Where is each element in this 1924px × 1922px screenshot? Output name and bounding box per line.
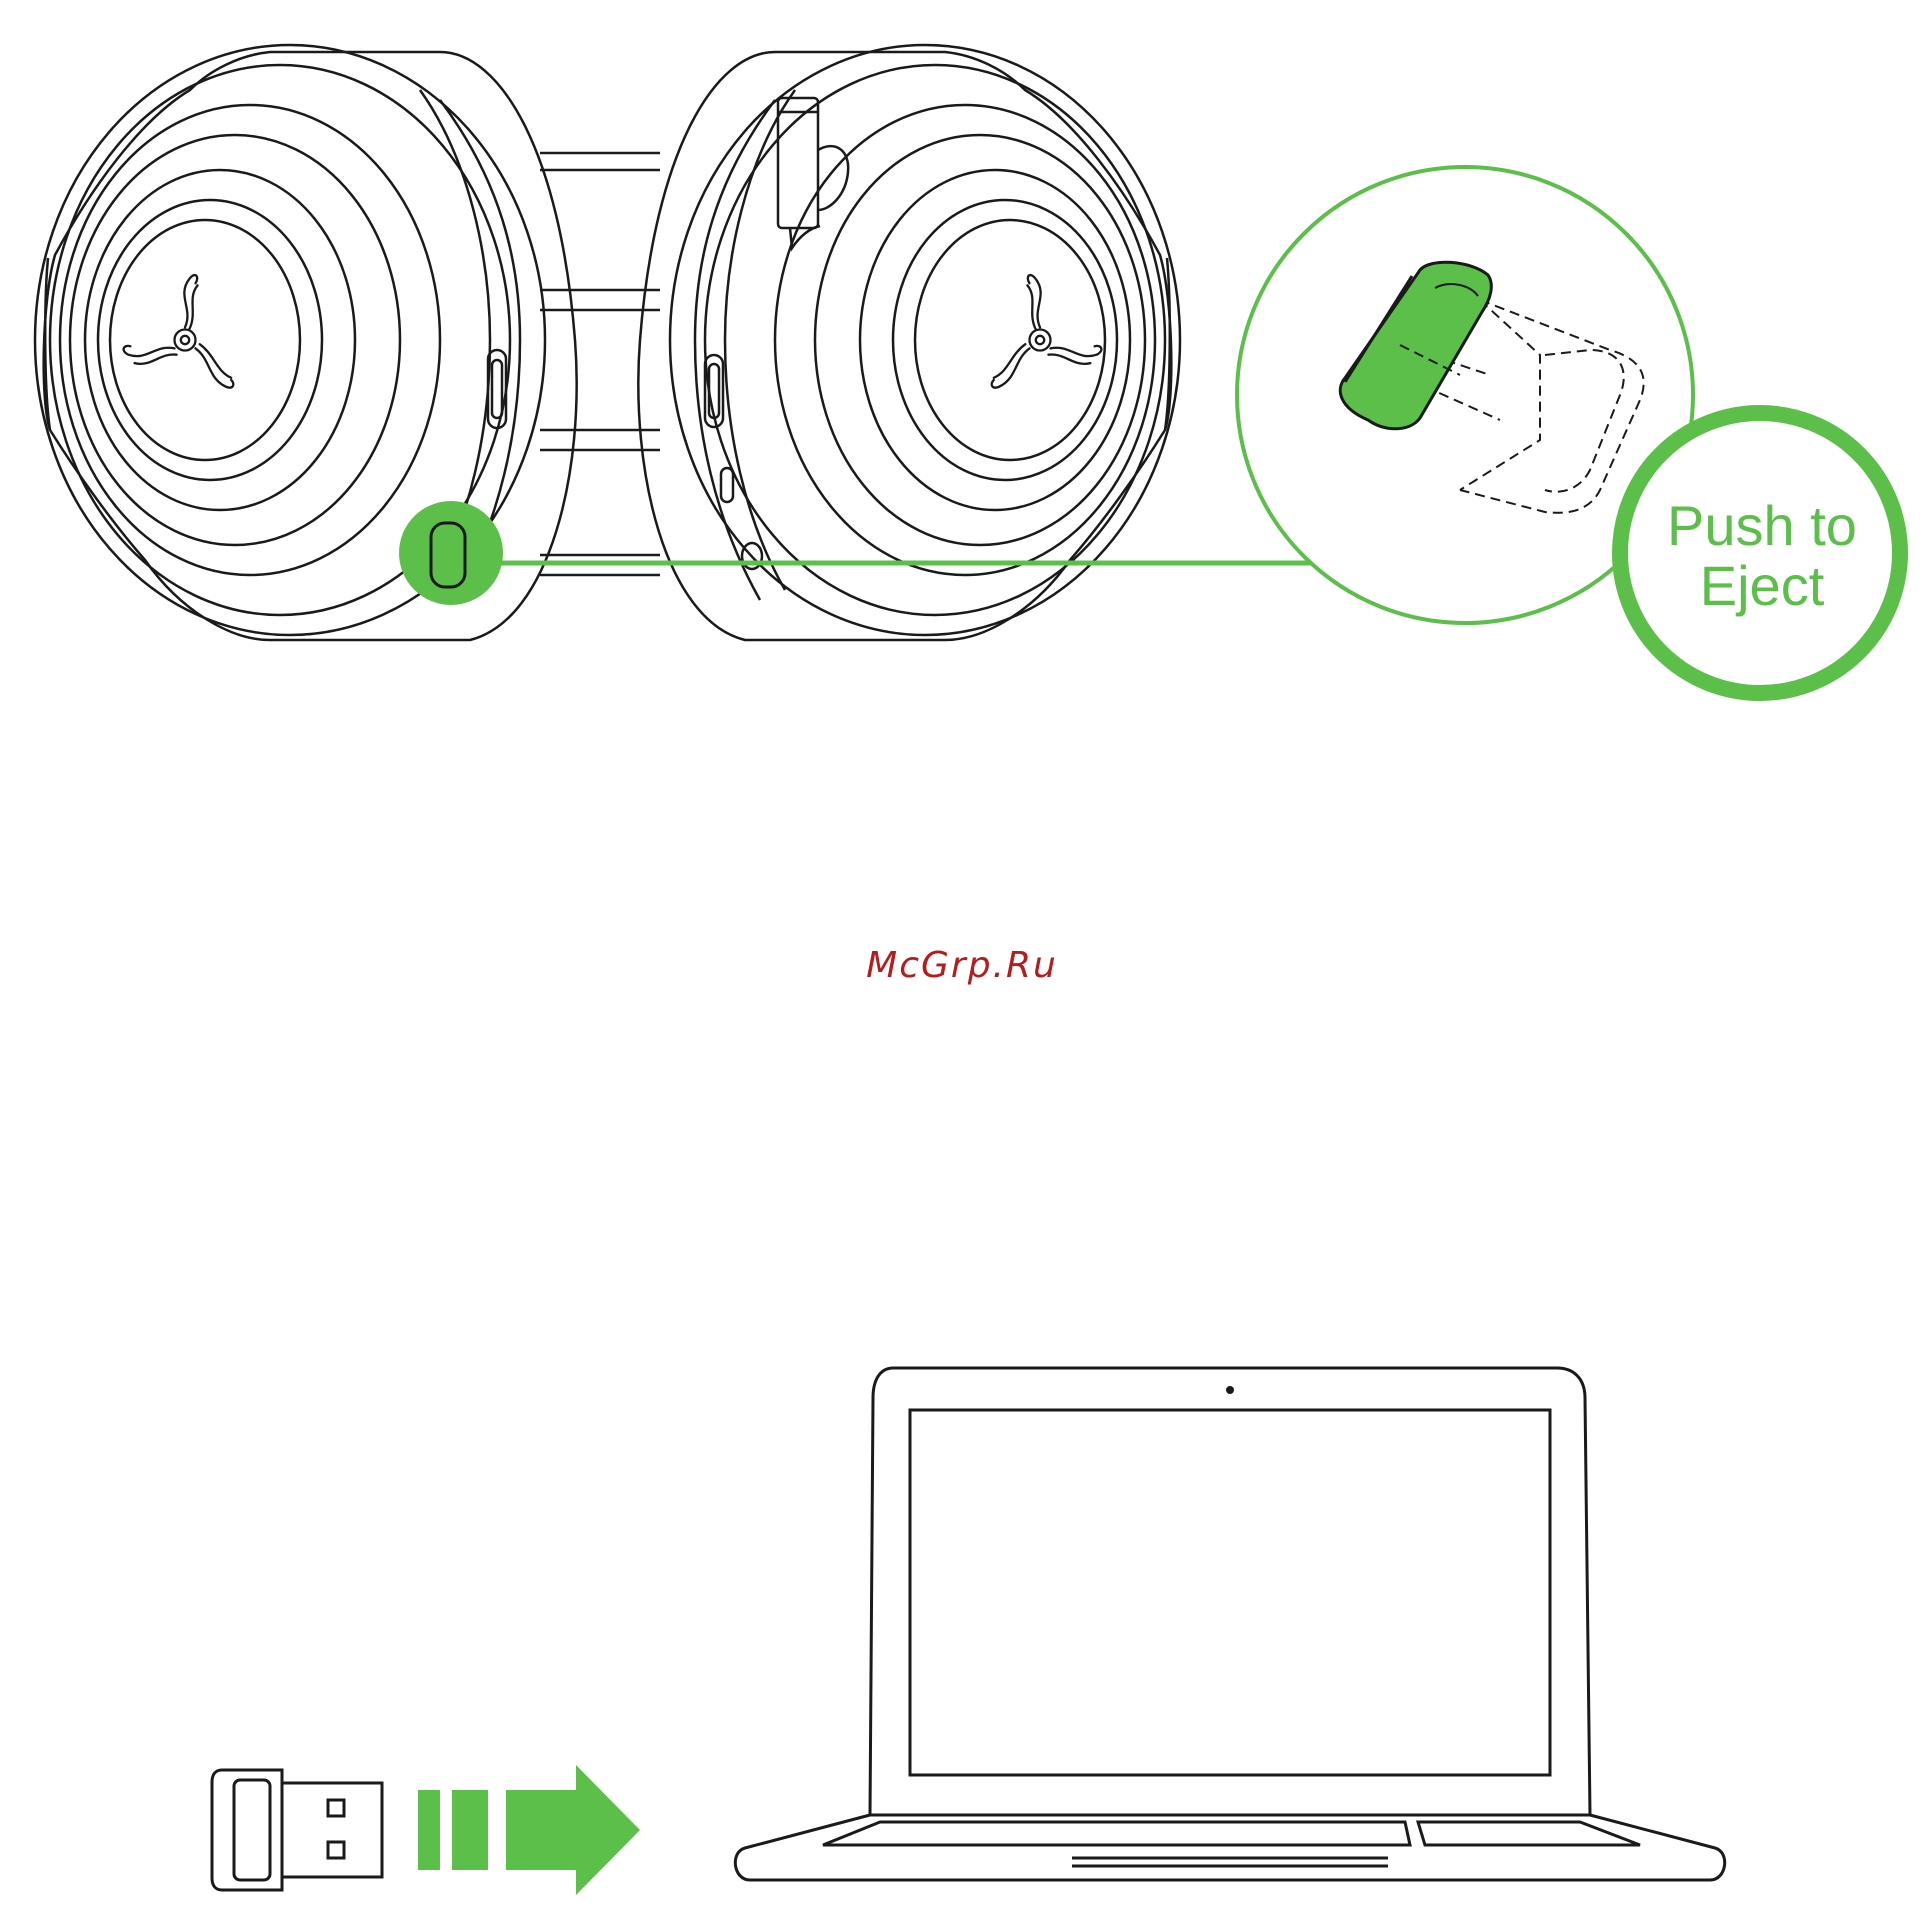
callout-line1: Push to [1667, 494, 1857, 557]
laptop-icon [735, 1368, 1724, 1880]
razer-logo-icon-right [992, 275, 1102, 388]
push-to-eject-callout: Push to Eject [1620, 413, 1900, 693]
razer-logo-icon [124, 275, 234, 388]
headband [540, 153, 660, 575]
right-earcup [638, 45, 1180, 640]
usb-dongle-icon [212, 1770, 382, 1890]
headset-illustration [35, 45, 1180, 640]
arrow-right-icon [418, 1765, 640, 1895]
watermark-text: McGrp.Ru [0, 945, 1924, 986]
dongle-bay-highlight [399, 501, 1330, 605]
callout-line2: Eject [1700, 554, 1825, 617]
